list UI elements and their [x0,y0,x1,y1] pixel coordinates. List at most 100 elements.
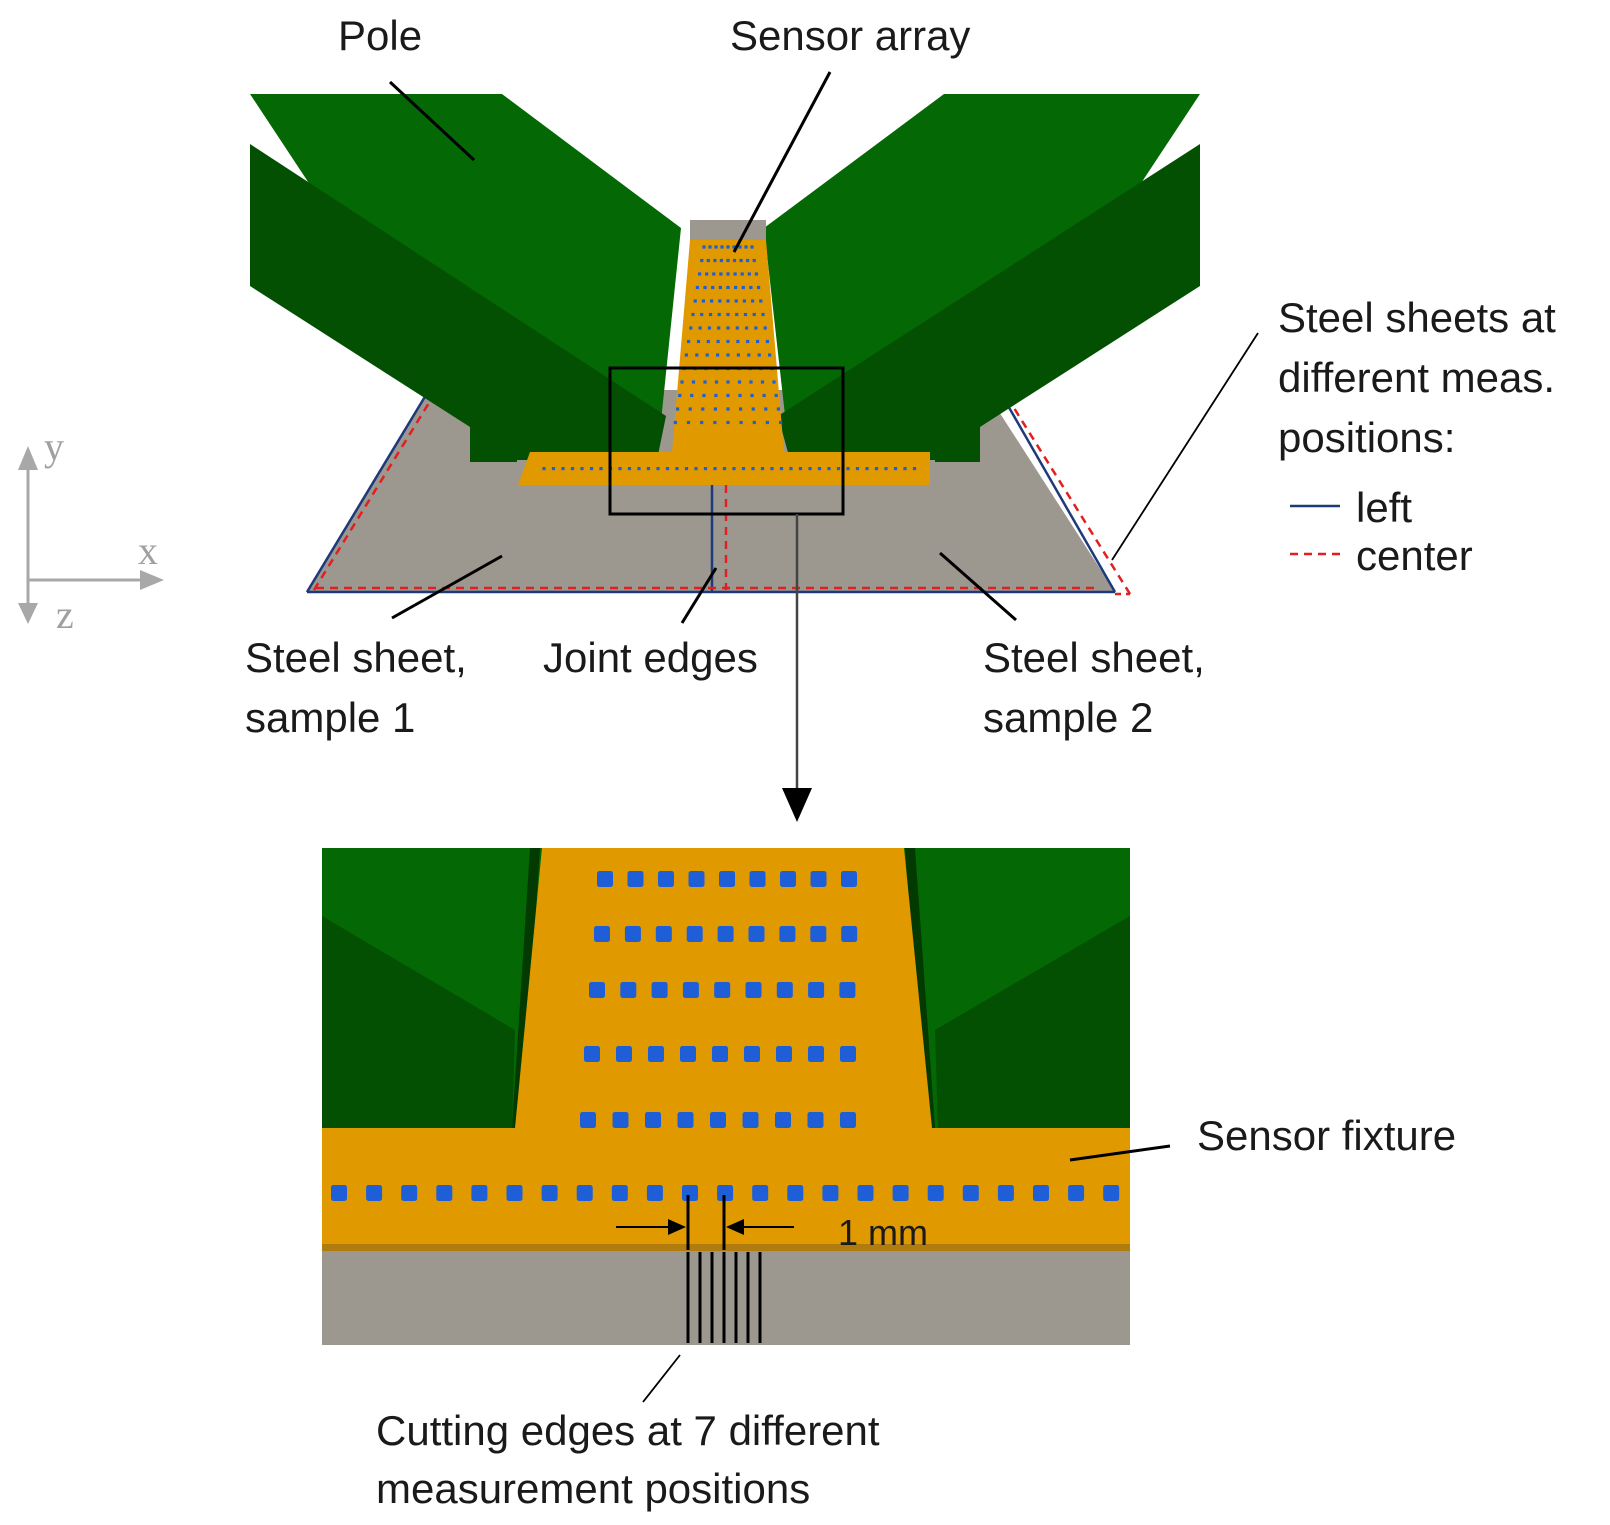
sensor-square [648,1046,664,1062]
sensor-square [779,926,796,942]
sensor-dot [734,285,738,290]
sensor-square [580,1112,596,1128]
sensor-dot [742,299,746,303]
sensor-dot [599,467,603,471]
sensor-square [841,926,858,942]
sensor-square [576,1185,593,1201]
sensor-dot [726,393,730,398]
sensor-dot [717,312,721,317]
sensor-square [840,1046,856,1062]
sensor-dot [726,420,730,425]
sensor-dot [714,245,718,249]
sensor-square [857,1185,874,1201]
sensor-dot [726,380,730,384]
sensor-dot [589,467,594,471]
sensor-dot [739,407,743,411]
sensor-dot [739,258,743,263]
left-position-right-edge [1005,403,1117,593]
sensor-dot [710,299,714,303]
sensor-dot [746,339,750,344]
sensor-dot [757,353,761,357]
sensor-square [688,871,705,887]
sensor-dot [738,393,742,398]
sensor-dot [735,312,739,317]
z-axis-label: z [56,592,74,637]
sensor-dot [743,312,748,317]
sensor-dot [751,299,755,303]
steel-positions-label-line1: Steel sheets at [1278,294,1556,341]
sensor-dot [698,326,702,330]
sensor-dot [542,467,546,471]
sensor-square [808,982,825,998]
sensor-dot [684,467,689,471]
dimension-arrow-left-head [668,1219,686,1235]
sensor-dot [741,467,746,471]
sensor-dot [689,326,693,330]
sensor-dot [768,353,772,357]
sensor-dot [551,467,556,471]
detail-pole-left-edge [512,848,540,1128]
sensor-dot [740,272,744,276]
zoom-box [608,366,845,516]
sensor-dot [726,353,730,357]
sensor-square [471,1185,488,1201]
sensor-dot [719,258,723,263]
sensor-dot [817,467,822,471]
sensor-square [597,871,613,887]
sensor-dot [720,245,724,249]
sensor-dot [705,353,709,357]
sensor-dot [695,353,699,357]
sensor-square [807,1112,824,1128]
sensor-square [822,1185,839,1201]
sensor-dot [702,245,706,249]
sensor-dot [732,258,737,263]
steel-sample2-label-line2: sample 2 [983,694,1153,741]
steel-sample2-label-line1: Steel sheet, [983,634,1205,681]
sensor-dot [570,467,575,471]
sensor-dot [751,467,755,471]
sensor-square [436,1185,453,1201]
sensor-dot [734,299,738,303]
sensor-dot [706,258,710,263]
joint-edges-label: Joint edges [543,634,758,681]
sensor-dot [627,467,632,471]
sensor-dot [707,326,711,330]
sensor-dot [703,285,707,290]
sensor-dot [763,326,767,330]
dimension-arrow-right-head [726,1219,744,1235]
sensor-dot [751,407,755,411]
sensor-dot [718,299,722,303]
sensor-dot [726,299,730,303]
legend-center-label: center [1356,532,1473,579]
cutting-edges-label-line2: measurement positions [376,1465,810,1512]
sensor-dot [695,285,699,290]
steel-sample1-label-line2: sample 1 [245,694,415,741]
sensor-fixture-overview [518,240,930,485]
sensor-dot [676,407,680,411]
sensor-dot [774,393,778,398]
sensor-array-leader [732,71,832,253]
pole-leader [388,80,476,162]
sensor-dot [736,353,740,357]
pole-label: Pole [338,12,422,59]
sensor-dot [719,272,723,276]
sensor-dot [691,312,695,317]
sensor-square [997,1185,1014,1201]
sensor-dot [700,258,704,263]
zoom-detail: 1 mm [322,848,1171,1403]
sensor-square [742,1112,759,1128]
sensor-square [749,871,766,887]
sensor-dot [759,299,763,303]
sensor-square [645,1112,661,1128]
sensor-square [839,982,856,998]
sensor-square [927,1185,944,1201]
sensor-dot [745,326,749,330]
sensor-square [775,1112,791,1128]
sensor-square [1103,1185,1120,1201]
zoom-arrow-head [782,788,812,822]
sensor-dot [693,299,697,303]
sensor-dot [691,380,696,384]
sensor-dot [893,467,898,471]
sensor-dot [855,467,860,471]
sensor-dot [711,285,715,290]
